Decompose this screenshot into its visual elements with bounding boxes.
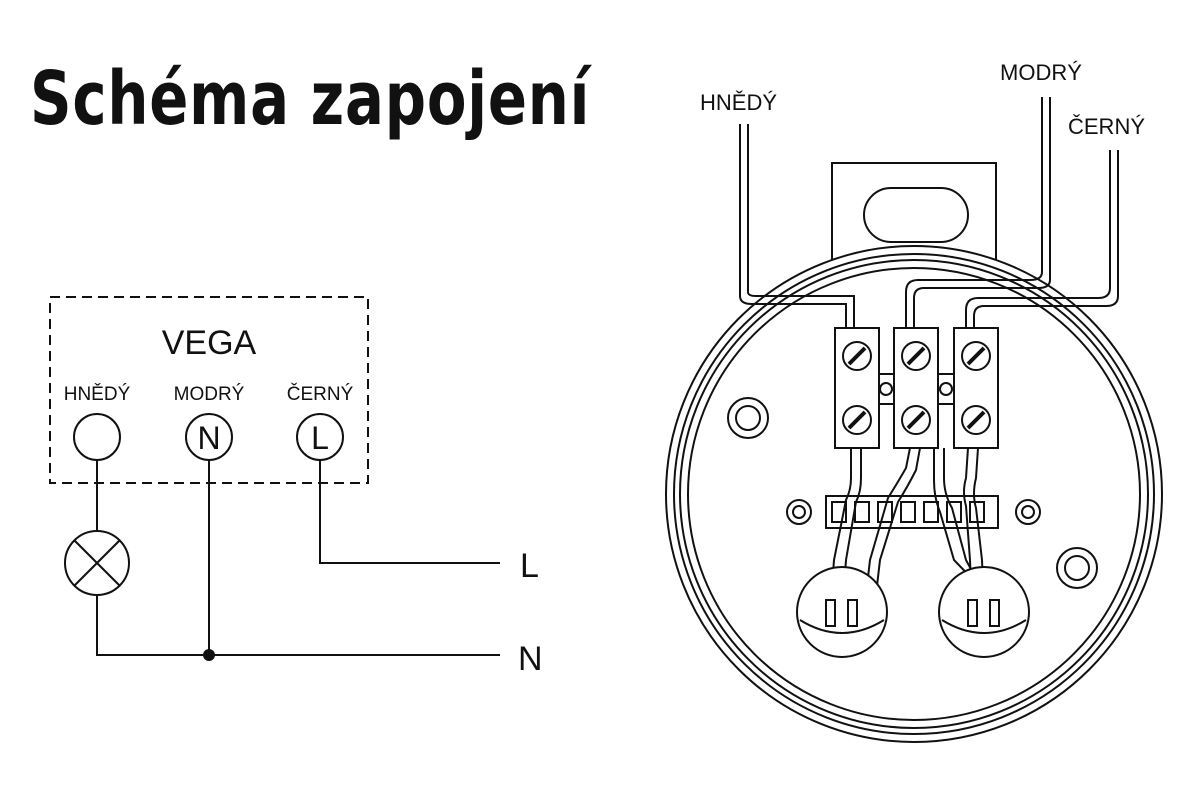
screw-icon xyxy=(1056,547,1098,589)
screw-icon xyxy=(1015,499,1041,525)
housing-ring xyxy=(673,253,1155,735)
screw-icon xyxy=(1064,555,1090,581)
device-drawing: HNĚDÝ MODRÝ ČERNÝ xyxy=(665,60,1163,743)
screw-icon xyxy=(727,397,769,439)
wire-label-brown: HNĚDÝ xyxy=(700,90,777,115)
terminal-label-brown: HNĚDÝ xyxy=(64,383,131,405)
wire-black-in xyxy=(965,150,1111,330)
screw-icon xyxy=(786,499,812,525)
internal-wire xyxy=(943,448,995,613)
schematic: VEGA HNĚDÝ MODRÝ ČERNÝ N L L N xyxy=(49,296,543,678)
wire-blue-in xyxy=(913,97,1051,330)
screw-icon xyxy=(842,341,872,371)
terminal-bridge xyxy=(937,373,955,405)
mounting-tab xyxy=(831,162,997,262)
bridge-screw-icon xyxy=(939,382,953,396)
internal-wire xyxy=(973,447,985,613)
internal-wire xyxy=(933,448,1005,613)
connector-strip xyxy=(825,495,999,529)
terminal-symbol-black: L xyxy=(311,420,329,456)
terminal-brown xyxy=(73,413,121,461)
line-label-live: L xyxy=(520,547,539,585)
housing-outer xyxy=(665,245,1163,743)
terminal-block-brown xyxy=(834,327,880,449)
junction-dot xyxy=(203,649,215,661)
line-label-neutral: N xyxy=(518,640,543,678)
wire-label-black: ČERNÝ xyxy=(1068,114,1145,139)
wire-blue-in xyxy=(905,97,1043,330)
page-title: Schéma zapojení xyxy=(30,56,591,142)
terminal-block-blue xyxy=(893,327,939,449)
screw-icon xyxy=(842,405,872,435)
sensor-left xyxy=(796,566,888,658)
screw-icon xyxy=(901,405,931,435)
wire-black xyxy=(319,460,500,564)
housing-ring xyxy=(679,259,1149,729)
lamp-cross xyxy=(73,539,121,587)
internal-wire xyxy=(829,448,852,613)
terminal-block-black xyxy=(953,327,999,449)
internal-wire xyxy=(841,448,862,613)
screw-icon xyxy=(961,405,991,435)
terminal-label-blue: MODRÝ xyxy=(174,384,245,405)
terminal-label-black: ČERNÝ xyxy=(287,383,354,405)
sensor-right xyxy=(938,566,1030,658)
wire-label-blue: MODRÝ xyxy=(1000,60,1082,85)
bridge-screw-icon xyxy=(879,382,893,396)
mounting-slot xyxy=(863,187,969,243)
wire-brown-in xyxy=(747,124,855,330)
internal-wire xyxy=(963,447,973,613)
wire-brown-in xyxy=(739,124,847,330)
screw-icon xyxy=(792,505,806,519)
screw-icon xyxy=(901,341,931,371)
screw-icon xyxy=(735,405,761,431)
screw-icon xyxy=(961,341,991,371)
screw-icon xyxy=(1021,505,1035,519)
internal-wire xyxy=(863,447,911,613)
terminal-symbol-blue: N xyxy=(197,420,220,456)
device-label: VEGA xyxy=(162,324,257,362)
terminal-screws xyxy=(842,341,991,435)
internal-wire xyxy=(873,447,921,613)
housing-inner xyxy=(687,267,1141,721)
wire-black-in xyxy=(973,150,1119,330)
wire-lamp-neutral xyxy=(96,595,500,656)
